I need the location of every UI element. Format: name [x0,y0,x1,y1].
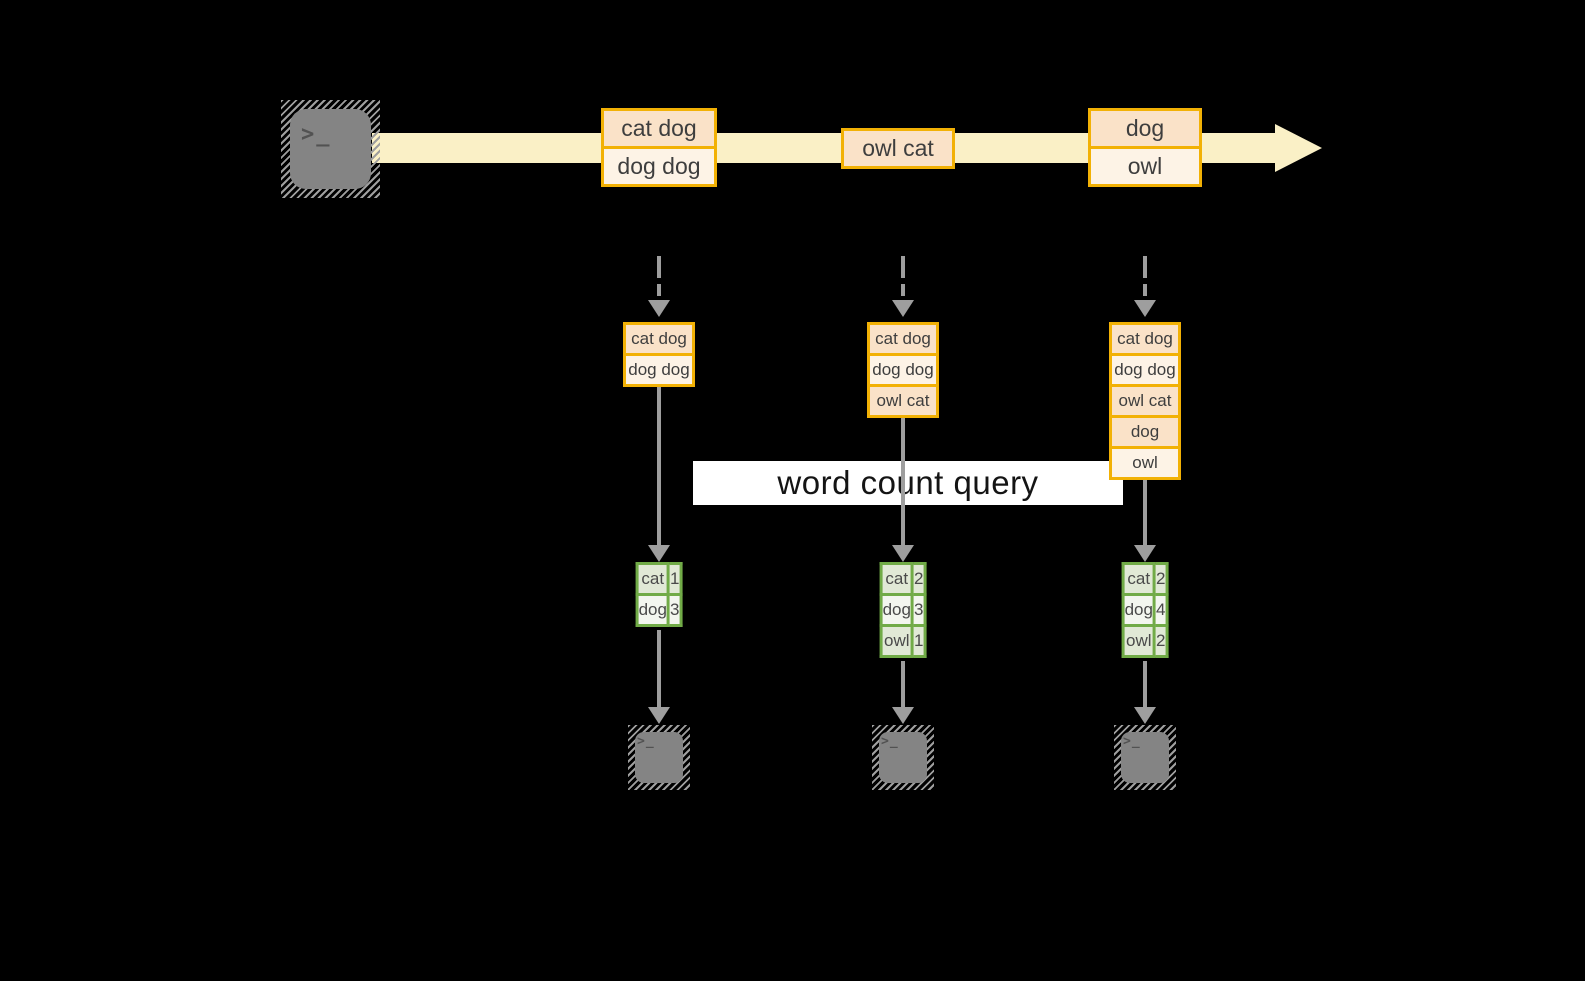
ingest-arrow-head-icon [1134,300,1156,317]
output-terminal-icon: >_ [628,725,690,790]
state-row: dog dog [623,353,695,387]
ingest-arrow-head-icon [648,300,670,317]
count-cell: 1 [666,562,683,596]
terminal-screen [1121,732,1169,783]
flow-arrow-head-icon [892,545,914,562]
state-row: dog dog [1109,353,1181,387]
ingest-arrow-head-icon [892,300,914,317]
stream-message-batch: owl cat [841,128,955,169]
state-row: cat dog [1109,322,1181,356]
count-cell: 2 [1152,562,1169,596]
flow-arrow [901,418,905,545]
word-cell: dog [879,593,914,627]
count-cell: 4 [1152,593,1169,627]
stream-word-box: cat dog [601,108,717,149]
terminal-prompt-glyph: >_ [1123,734,1141,749]
flow-arrow [1143,480,1147,545]
state-row: cat dog [867,322,939,356]
word-cell: owl [1121,624,1156,658]
state-row: dog [1109,415,1181,449]
stream-word-box: dog [1088,108,1202,149]
word-cell: cat [635,562,670,596]
ingest-dashed-arrow [1143,284,1147,296]
ingest-dashed-arrow [901,256,905,278]
terminal-screen [635,732,683,783]
count-cell: 3 [666,593,683,627]
terminal-screen [879,732,927,783]
count-cell: 2 [910,562,927,596]
state-row: owl cat [1109,384,1181,418]
ingest-dashed-arrow [657,256,661,278]
ingest-dashed-arrow [1143,256,1147,278]
stream-word-box: owl [1088,146,1202,187]
word-cell: dog [1121,593,1156,627]
flow-arrow-head-icon [1134,545,1156,562]
word-cell: dog [635,593,670,627]
terminal-prompt-glyph: >_ [881,734,899,749]
ingest-dashed-arrow [657,284,661,296]
word-cell: cat [1121,562,1156,596]
state-row: owl [1109,446,1181,480]
word-count-query-banner: word count query [693,461,1123,505]
flow-arrow-head-icon [892,707,914,724]
word-cell: cat [879,562,914,596]
state-row: dog dog [867,353,939,387]
terminal-prompt-glyph: >_ [637,734,655,749]
ingest-dashed-arrow [901,284,905,296]
count-cell: 1 [910,624,927,658]
terminal-screen [290,109,371,189]
flow-arrow [657,630,661,707]
flow-arrow [1143,661,1147,707]
terminal-prompt-glyph: >_ [301,122,332,147]
stream-word-box: dog dog [601,146,717,187]
output-terminal-icon: >_ [1114,725,1176,790]
state-row: owl cat [867,384,939,418]
output-terminal-icon: >_ [872,725,934,790]
count-cell: 3 [910,593,927,627]
count-cell: 2 [1152,624,1169,658]
flow-arrow-head-icon [648,545,670,562]
stream-word-box: owl cat [841,128,955,169]
word-cell: owl [879,624,914,658]
state-row: cat dog [623,322,695,356]
flow-arrow [901,661,905,707]
source-terminal-icon: >_ [281,100,380,198]
flow-arrow-head-icon [1134,707,1156,724]
stream-arrow-head-icon [1275,124,1322,172]
flow-arrow [657,387,661,545]
flow-arrow-head-icon [648,707,670,724]
